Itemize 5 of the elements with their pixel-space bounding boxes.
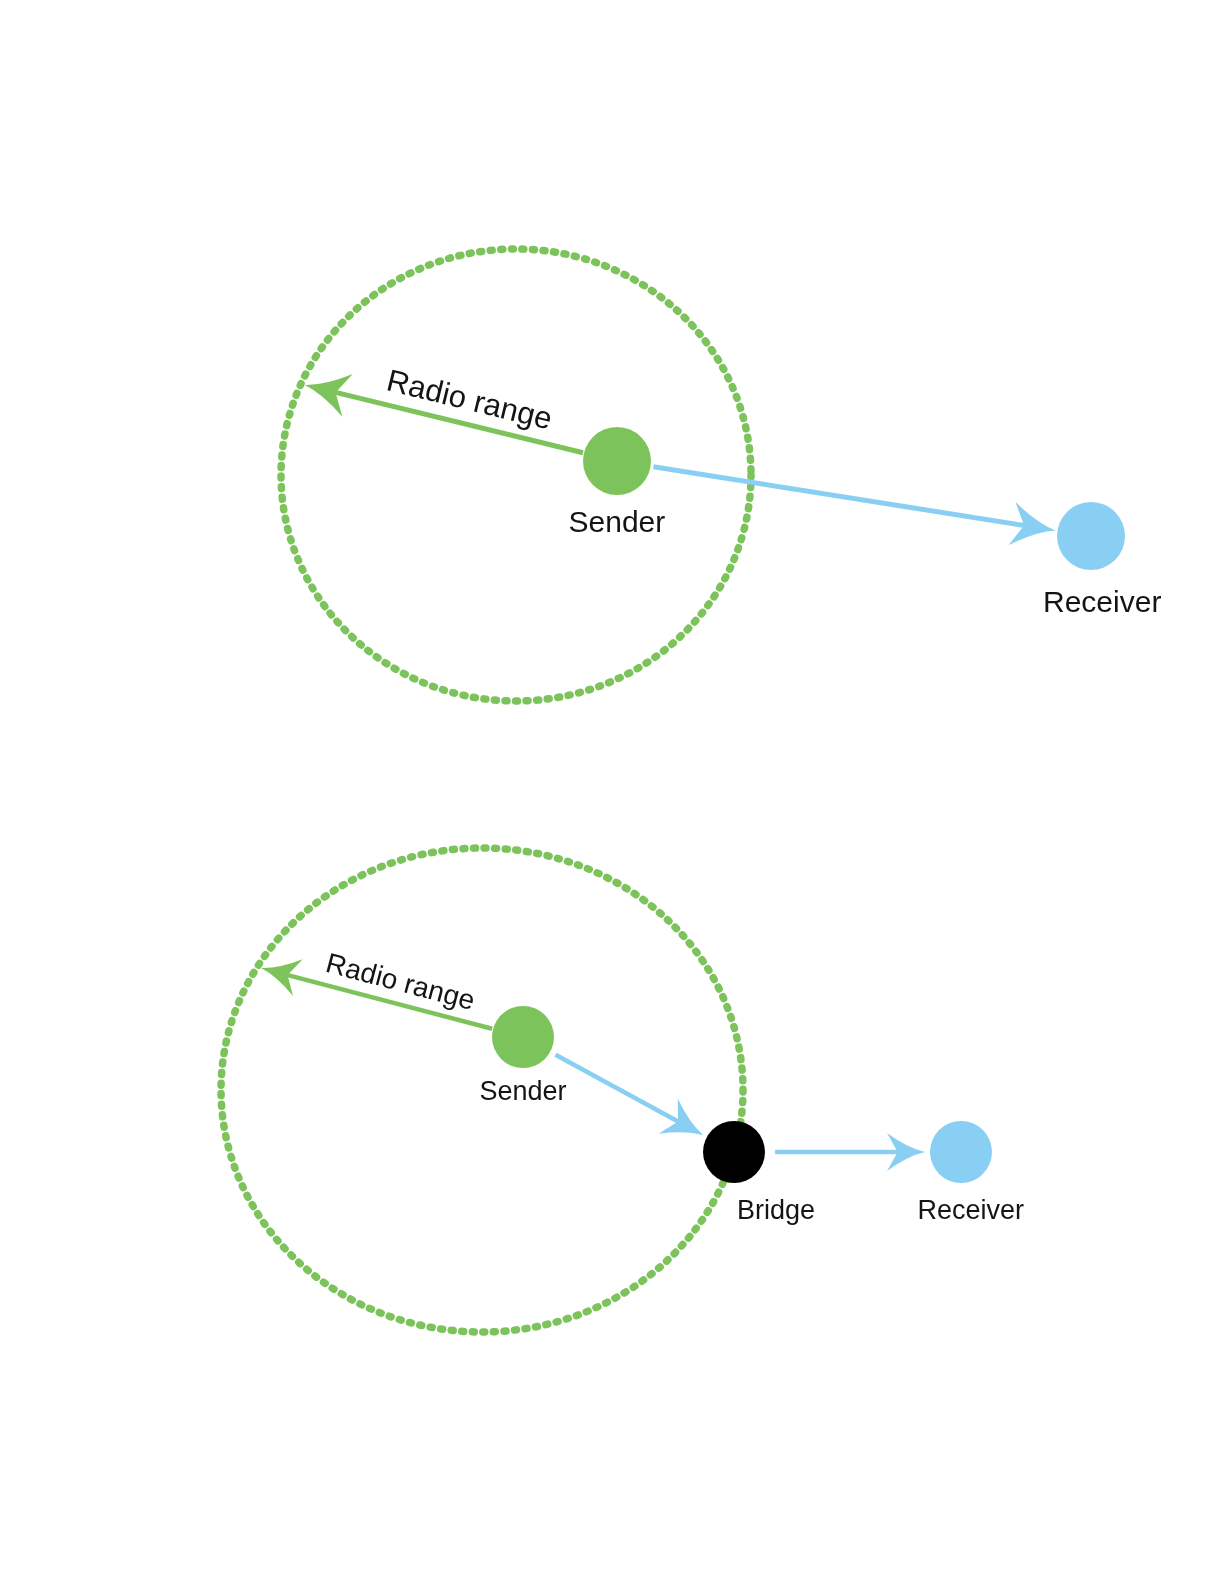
node-label: Sender [568, 504, 666, 539]
node-label: Receiver [1043, 584, 1162, 619]
node-label: Receiver [917, 1194, 1025, 1226]
node-label: Bridge [737, 1194, 816, 1226]
node-label: Sender [479, 1075, 567, 1107]
